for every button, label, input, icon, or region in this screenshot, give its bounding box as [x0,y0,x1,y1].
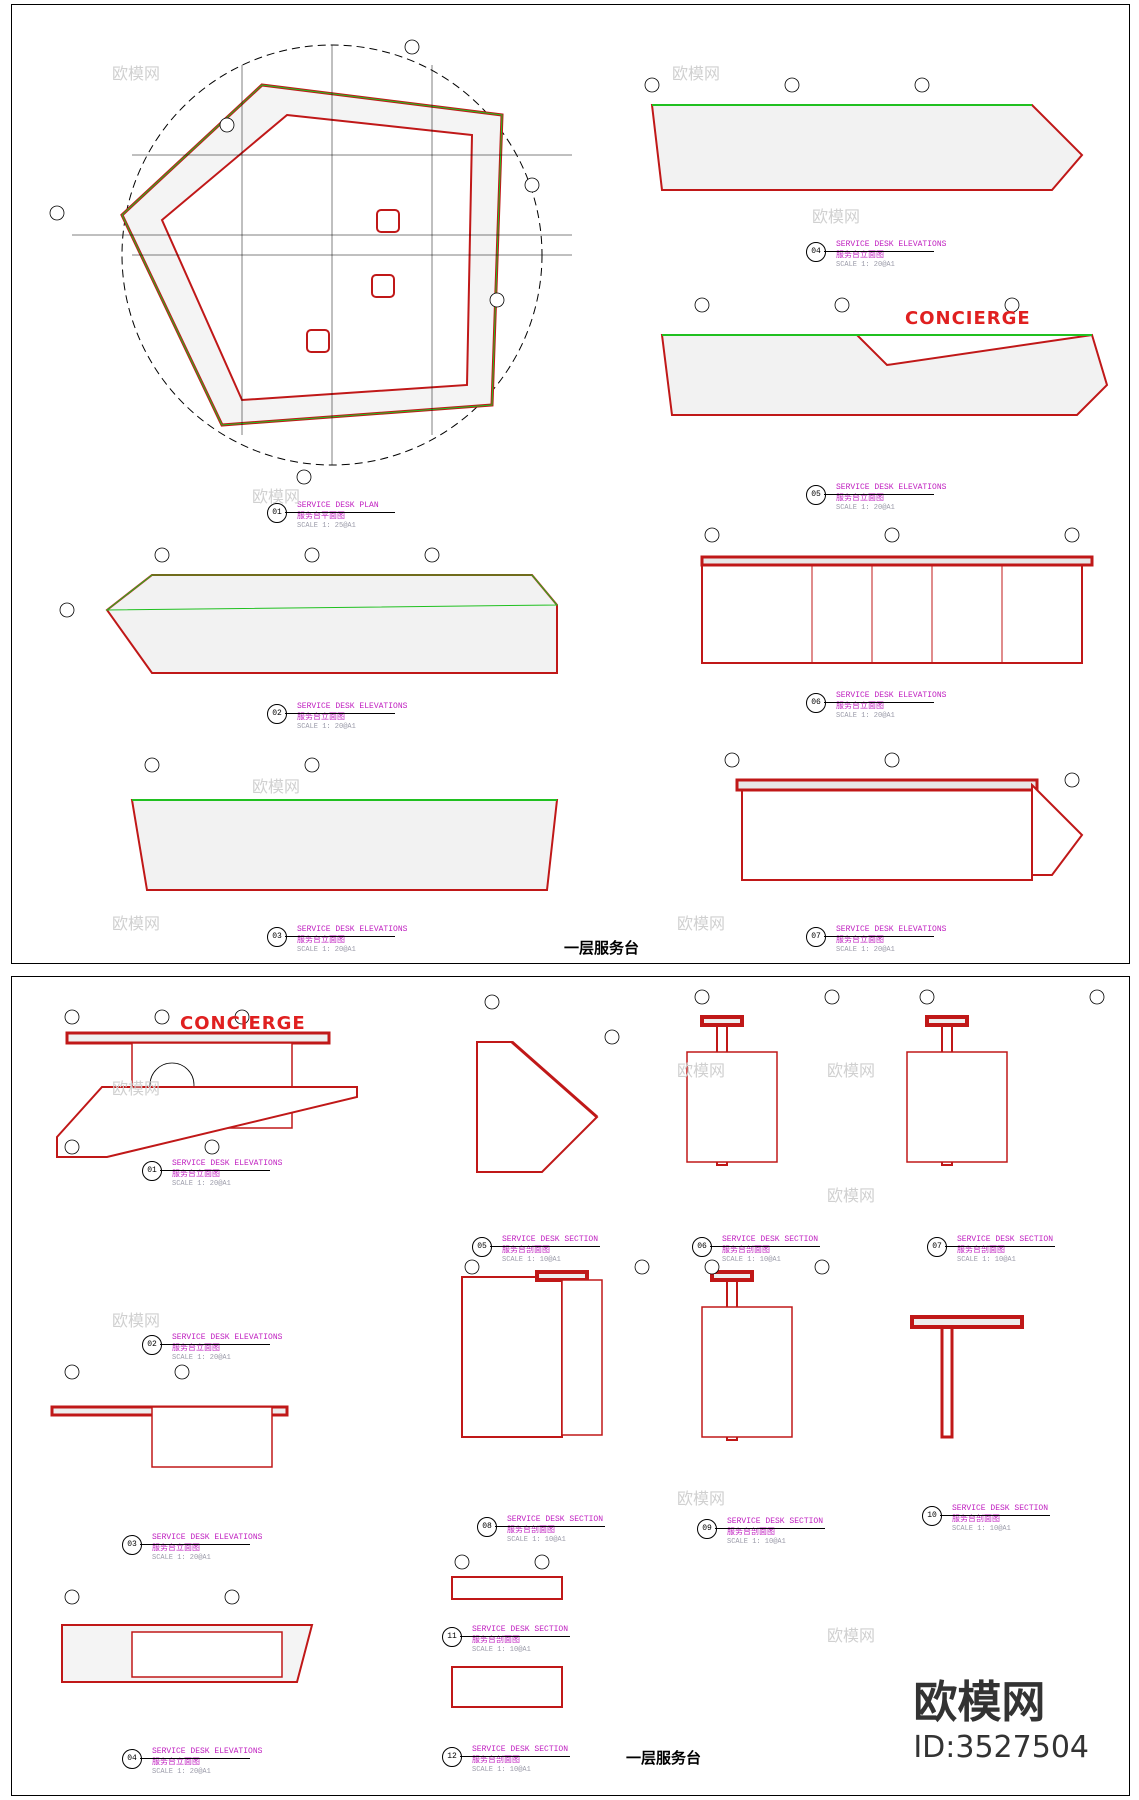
watermark-bottom-5: 欧模网 [827,1186,876,1205]
b12-body [451,1666,563,1708]
watermark-bottom-6: 欧模网 [677,1489,726,1508]
b05-body [476,1041,599,1173]
concierge-sign-bottom: CONCIERGE [180,1013,306,1034]
chair-1 [376,209,400,233]
elevation-05-body [660,333,1109,416]
b03-body [151,1406,273,1468]
brand-id: ID:3527504 [913,1730,1089,1765]
b08-body [461,1276,563,1438]
brand-name: 欧模网 [913,1677,1046,1728]
watermark-bottom-4: 欧模网 [112,1311,161,1330]
b02-body [56,1086,358,1158]
elevation-02-body [105,574,558,674]
b11-body [451,1576,563,1600]
sheet-title-bottom: 一层服务台 [626,1749,702,1767]
b10-body [940,1325,954,1439]
watermark-bottom-3: 欧模网 [827,1061,876,1080]
b07-body [906,1051,1008,1163]
watermark-top-7: 欧模网 [677,914,726,933]
elevation-06-body [701,562,1083,664]
elevation-03-body [130,799,559,891]
desk-inner-outline [160,113,474,402]
watermark-top-4: 欧模网 [252,487,301,506]
b06-body [686,1051,778,1163]
brand-watermark: 欧模网 ID:3527504 [913,1666,1089,1765]
chair-2 [371,274,395,298]
watermark-top-3: 欧模网 [812,207,861,226]
b09-body [701,1306,793,1438]
chair-3 [306,329,330,353]
watermark-bottom-7: 欧模网 [827,1626,876,1645]
bottom-sheet-drawing [50,989,1105,1708]
watermark-top-2: 欧模网 [672,64,721,83]
watermark-bottom-1: 欧模网 [112,1079,161,1098]
sheet-title-top: 一层服务台 [564,939,640,957]
watermark-top-1: 欧模网 [112,64,161,83]
watermark-top-5: 欧模网 [252,777,301,796]
elevation-07-body [741,784,1033,881]
top-sheet-drawing [49,39,1109,891]
watermark-top-6: 欧模网 [112,914,161,933]
elevation-04-body [650,104,1084,191]
concierge-sign-top: CONCIERGE [905,308,1031,329]
watermark-bottom-2: 欧模网 [677,1061,726,1080]
b01-top [65,1031,331,1045]
